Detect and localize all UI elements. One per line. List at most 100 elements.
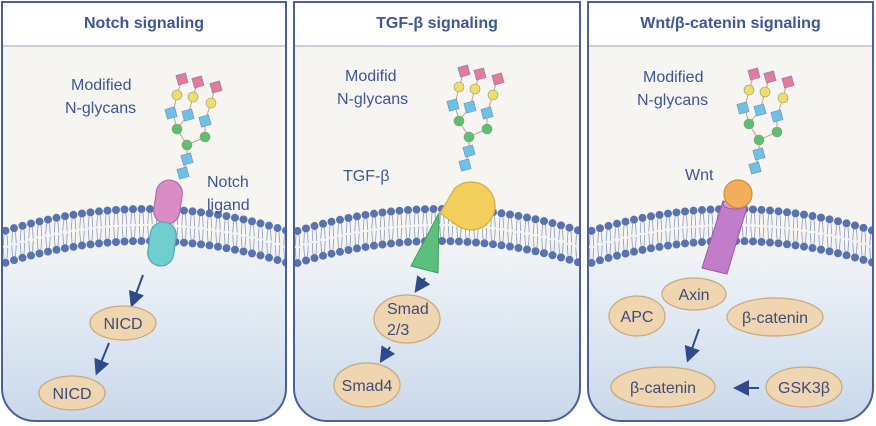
- lipid-head: [706, 205, 715, 214]
- lipid-tail: [15, 245, 17, 257]
- lipid-tail: [519, 219, 522, 231]
- lipid-tail: [341, 223, 343, 235]
- lipid-tail: [447, 226, 450, 238]
- lipid-head: [27, 251, 35, 260]
- ligand-label-2: ligand: [207, 197, 250, 214]
- lipid-tail: [643, 234, 646, 246]
- lipid-tail: [686, 228, 688, 240]
- lipid-head: [180, 206, 188, 215]
- lipid-tail: [835, 238, 837, 250]
- lipid-head: [282, 258, 285, 267]
- lipid-tail: [839, 238, 841, 250]
- lipid-tail: [57, 234, 60, 246]
- lipid-tail: [28, 227, 30, 239]
- lipid-tail: [545, 238, 547, 250]
- panel-title: Wnt/β-catenin signaling: [589, 3, 872, 47]
- arrow: [684, 328, 700, 363]
- lipid-head: [86, 208, 95, 217]
- lipid-tail: [485, 228, 488, 240]
- lipid-head: [336, 215, 344, 224]
- lipid-head: [282, 226, 285, 235]
- lipid-tail: [631, 236, 633, 248]
- lipid-tail: [626, 238, 629, 250]
- nicd-label: NICD: [52, 386, 91, 403]
- lipid-tail: [456, 226, 458, 238]
- lipid-tail: [805, 218, 807, 230]
- lipid-head: [589, 258, 596, 267]
- panel-notch: Notch signaling Modified N-glycans Notch…: [1, 1, 287, 422]
- lipid-head: [834, 249, 842, 258]
- glcnac-square: [458, 158, 472, 172]
- lipid-head: [137, 205, 146, 214]
- lipid-tail: [451, 226, 454, 238]
- lipid-tail: [274, 244, 277, 257]
- lipid-tail: [430, 213, 433, 225]
- galactose-circle: [759, 86, 771, 98]
- glycan-label: Modified: [643, 69, 703, 86]
- lipid-tail: [23, 229, 26, 241]
- smad23-label: Smad: [387, 301, 429, 318]
- lipid-tail: [682, 228, 684, 240]
- lipid-head: [630, 247, 638, 256]
- lipid-head: [273, 224, 282, 233]
- lipid-head: [44, 247, 52, 256]
- lipid-tail: [762, 226, 765, 238]
- lipid-tail: [558, 229, 560, 241]
- lipid-tail: [660, 218, 663, 230]
- lipid-head: [214, 242, 222, 251]
- lipid-tail: [142, 225, 145, 238]
- lipid-tail: [354, 220, 356, 232]
- lipid-head: [689, 238, 698, 247]
- lipid-tail: [626, 225, 629, 237]
- lipid-head: [672, 240, 681, 249]
- smad23-label-2: 2/3: [387, 322, 409, 339]
- lipid-tail: [83, 217, 85, 229]
- lipid-head: [103, 206, 112, 215]
- lipid-tail: [792, 230, 795, 242]
- lipid-head: [129, 237, 137, 246]
- lipid-head: [273, 256, 282, 265]
- lipid-head: [404, 206, 412, 215]
- lipid-tail: [236, 234, 238, 246]
- tgf-beta-diagram: Modifid N-glycans TGF-β Smad 2/3 Smad4: [295, 64, 579, 408]
- lipid-head: [851, 253, 859, 262]
- lipid-head: [808, 212, 817, 221]
- lipid-tail: [371, 230, 373, 242]
- lipid-tail: [49, 236, 51, 248]
- glcnac-square: [181, 108, 195, 122]
- lipid-tail: [558, 242, 560, 254]
- lipid-head: [455, 237, 463, 246]
- lipid-tail: [750, 213, 752, 225]
- galactose-circle: [487, 89, 499, 101]
- lipid-tail: [91, 229, 94, 241]
- lipid-head: [548, 219, 557, 228]
- lipid-tail: [775, 228, 778, 240]
- lipid-tail: [575, 247, 577, 259]
- lipid-tail: [388, 215, 390, 227]
- lipid-tail: [605, 229, 608, 241]
- lipid-tail: [690, 227, 693, 239]
- lipid-tail: [138, 225, 141, 238]
- lipid-tail: [36, 238, 39, 250]
- lipid-head: [265, 253, 273, 262]
- tgf-beta-receptor: [410, 212, 440, 274]
- lipid-head: [319, 251, 327, 260]
- lipid-tail: [532, 236, 535, 248]
- lipid-tail: [822, 234, 824, 246]
- lipid-tail: [311, 243, 314, 255]
- lipid-tail: [23, 242, 26, 254]
- lipid-tail: [635, 223, 637, 235]
- lipid-head: [239, 247, 248, 256]
- lipid-tail: [349, 234, 352, 247]
- mannose-circle: [453, 115, 465, 127]
- lipid-tail: [392, 228, 394, 240]
- lipid-tail: [864, 244, 867, 256]
- lipid-tail: [779, 228, 782, 240]
- smad4-node: [333, 362, 401, 408]
- lipid-head: [791, 209, 800, 218]
- lipid-head: [344, 214, 353, 223]
- lipid-tail: [614, 227, 616, 239]
- lipid-tail: [502, 230, 505, 242]
- lipid-tail: [104, 214, 107, 226]
- lipid-head: [757, 237, 766, 246]
